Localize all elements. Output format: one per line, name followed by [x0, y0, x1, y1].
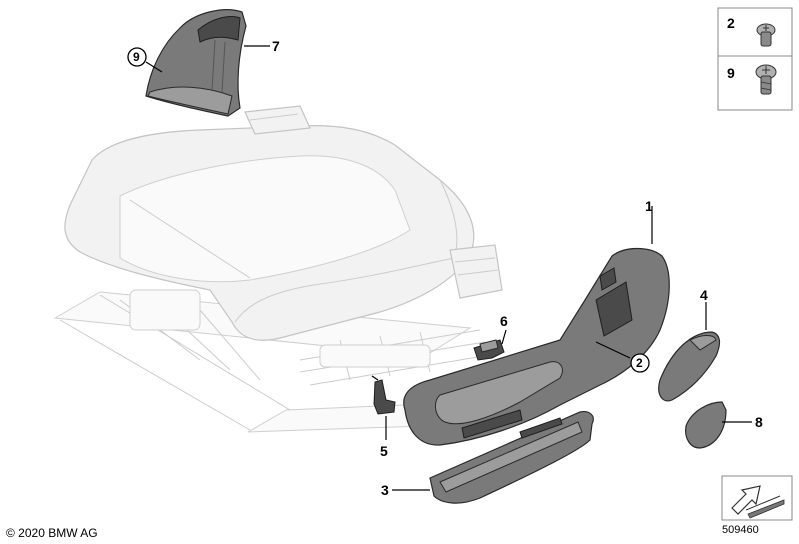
part-4-cover-cap: [658, 331, 721, 402]
callout-2-label: 2: [636, 356, 643, 370]
callout-8: 8: [722, 414, 763, 430]
legend-item-2-label: 2: [727, 15, 735, 31]
callout-7-label: 7: [272, 38, 280, 54]
callout-5-label: 5: [380, 443, 388, 459]
callout-1: 1: [645, 198, 653, 244]
legend-item-9-label: 9: [727, 65, 735, 81]
part-6-clip: [473, 339, 505, 361]
part-1-seat-side-trim: [403, 247, 670, 446]
callout-3-label: 3: [381, 482, 389, 498]
callout-7: 7: [244, 38, 280, 54]
callout-4: 4: [700, 287, 708, 330]
callout-4-label: 4: [700, 287, 708, 303]
callout-5: 5: [380, 416, 388, 459]
screw-9-icon: [755, 64, 777, 95]
fastener-legend: 2 9: [717, 7, 793, 111]
seat-cushion-ghost: [64, 105, 503, 341]
part-5-bracket: [371, 375, 396, 415]
callout-6-label: 6: [500, 313, 508, 329]
callout-3: 3: [381, 482, 430, 498]
orientation-arrow-box: [721, 475, 793, 521]
diagram-number: 509460: [722, 524, 759, 536]
callout-2: 2: [595, 341, 650, 373]
part-8-small-cover: [685, 401, 727, 449]
callout-1-label: 1: [645, 198, 653, 214]
direction-arrow-icon: [731, 485, 785, 519]
callout-9: 9: [127, 47, 163, 73]
copyright-text: © 2020 BMW AG: [6, 526, 98, 540]
callout-8-label: 8: [755, 414, 763, 430]
callout-9-label: 9: [133, 50, 140, 64]
screw-2-icon: [756, 23, 776, 47]
part-7-backrest-trim: [145, 9, 247, 117]
part-3-lower-trim-strip: [429, 411, 594, 504]
callout-6: 6: [500, 313, 508, 345]
